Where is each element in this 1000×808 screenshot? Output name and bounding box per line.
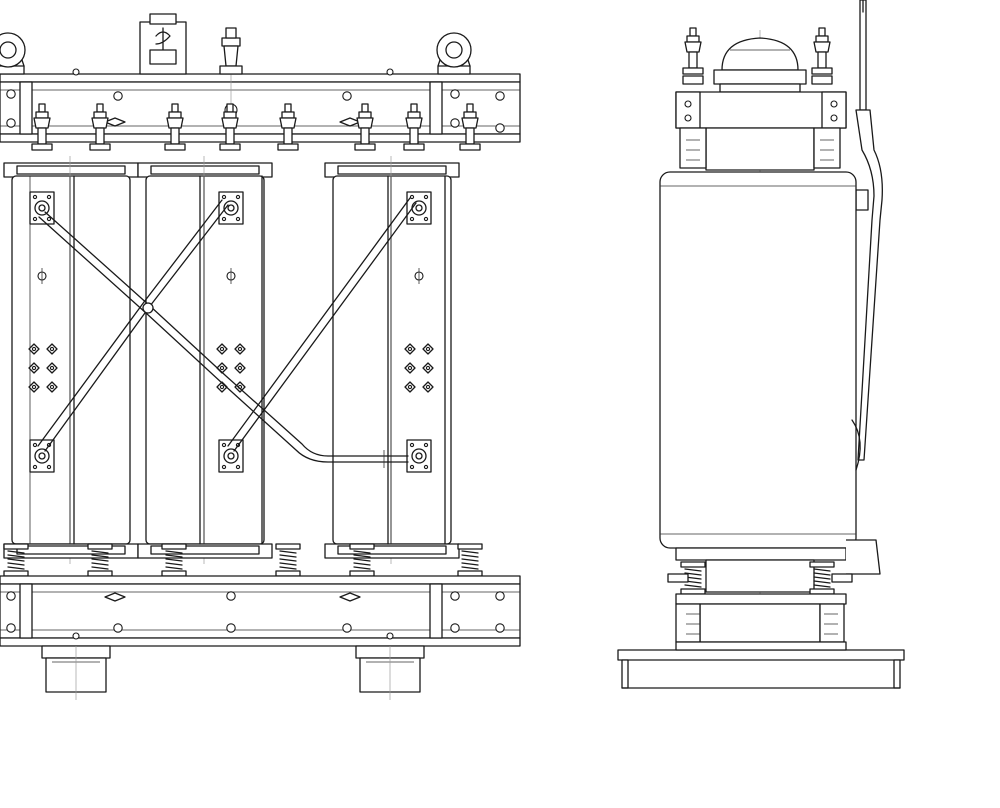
side-base-rail — [617, 641, 905, 689]
side-top-insulators — [682, 27, 833, 85]
bottom-clamp-frame — [0, 575, 521, 647]
top-center-insulator — [219, 27, 243, 75]
base-feet — [41, 645, 425, 700]
side-elevation-view — [617, 0, 905, 689]
side-coil-body — [659, 171, 861, 549]
coil-phase-2 — [137, 155, 273, 565]
coil-phase-1 — [3, 155, 139, 565]
lifting-lug-right — [436, 32, 472, 75]
side-bottom-support — [667, 539, 881, 643]
cross-connection-bars — [37, 197, 417, 468]
side-top-clamp — [675, 91, 847, 171]
side-rod — [855, 0, 883, 461]
duct-markers — [28, 268, 434, 393]
lifting-lug-left — [0, 32, 26, 75]
top-center-bracket — [139, 13, 187, 75]
coil-phase-3 — [324, 155, 460, 565]
side-top-cap — [713, 37, 807, 93]
front-elevation-view — [0, 13, 521, 700]
top-clamp-frame — [0, 68, 521, 150]
